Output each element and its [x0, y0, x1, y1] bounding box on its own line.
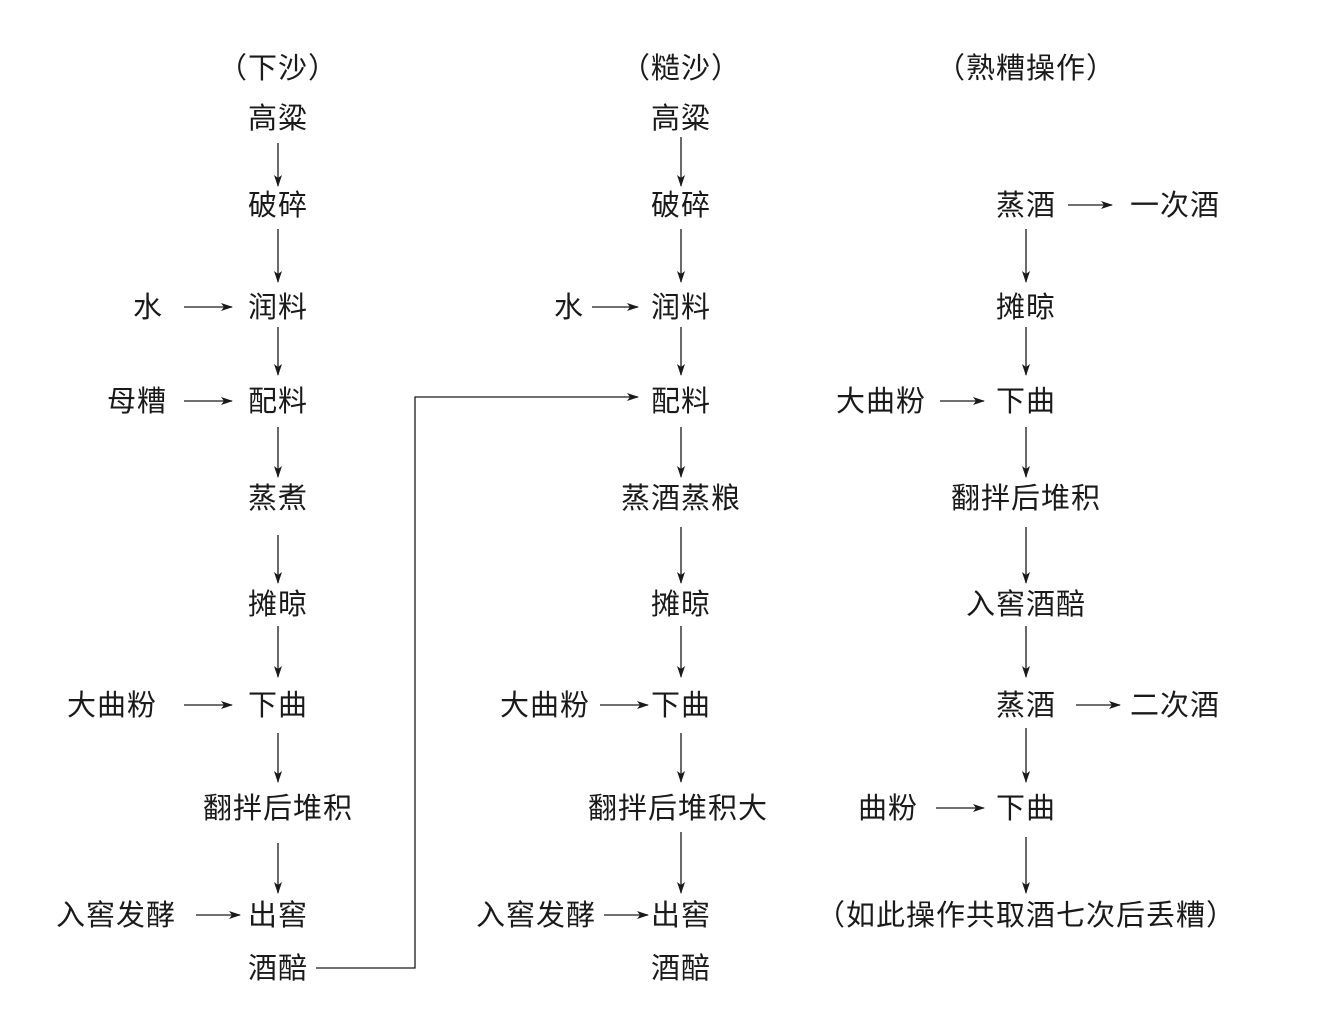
col2-header: （糙沙）	[620, 51, 742, 85]
col3-step-fanban: 翻拌后堆积	[950, 481, 1102, 515]
col3-step-zhengjiu-1: 蒸酒	[995, 188, 1057, 222]
col3-step-rujiao-jiupei: 入窖酒醅	[965, 587, 1087, 621]
col3-step-xiaqu-1: 下曲	[995, 384, 1057, 418]
col1-input-water: 水	[132, 290, 163, 324]
col1-step-xiaqu: 下曲	[247, 688, 309, 722]
col1-step-peiliao: 配料	[247, 384, 309, 418]
col2-step-xiaqu: 下曲	[650, 688, 712, 722]
col1-step-posui: 破碎	[247, 188, 309, 222]
col3-step-tanliang: 摊晾	[995, 290, 1057, 324]
col1-header: （下沙）	[217, 51, 339, 85]
col2-step-jiupei: 酒醅	[650, 951, 712, 985]
col2-step-peiliao: 配料	[650, 384, 712, 418]
col2-step-runliao: 润料	[650, 290, 712, 324]
col3-output-erci-jiu: 二次酒	[1130, 688, 1221, 722]
col2-step-zhengjiu-zhengliang: 蒸酒蒸粮	[620, 481, 742, 515]
col2-step-fanban: 翻拌后堆积大	[587, 791, 769, 825]
col2-step-posui: 破碎	[650, 188, 712, 222]
col1-step-fanban: 翻拌后堆积	[202, 791, 354, 825]
col3-final-note: （如此操作共取酒七次后丢糟）	[815, 898, 1237, 932]
col2-step-tanliang: 摊晾	[650, 587, 712, 621]
col1-step-jiupei: 酒醅	[247, 951, 309, 985]
jiupei-to-peiliao-connector	[316, 393, 639, 969]
col3-input-qufen: 曲粉	[857, 791, 918, 825]
col1-step-chujiao: 出窖	[247, 898, 309, 932]
col1-step-runliao: 润料	[247, 290, 309, 324]
col2-step-gaoliang: 高粱	[650, 101, 712, 135]
col3-header: （熟糟操作）	[935, 51, 1117, 85]
col2-input-rujiao: 入窖发酵	[475, 898, 596, 932]
col3-step-zhengjiu-2: 蒸酒	[995, 688, 1057, 722]
col2-input-water: 水	[553, 290, 584, 324]
col3-input-daqufen: 大曲粉	[835, 384, 926, 418]
col2-step-chujiao: 出窖	[650, 898, 712, 932]
col2-input-daqufen: 大曲粉	[499, 688, 590, 722]
col1-step-zhengzhu: 蒸煮	[247, 481, 309, 515]
col1-input-mucao: 母糟	[106, 384, 167, 418]
col1-step-gaoliang: 高粱	[247, 101, 309, 135]
col1-step-tanliang: 摊晾	[247, 587, 309, 621]
col3-step-xiaqu-2: 下曲	[995, 791, 1057, 825]
col1-input-daqufen: 大曲粉	[66, 688, 157, 722]
col1-input-rujiao: 入窖发酵	[55, 898, 176, 932]
col3-output-yici-jiu: 一次酒	[1130, 188, 1221, 222]
